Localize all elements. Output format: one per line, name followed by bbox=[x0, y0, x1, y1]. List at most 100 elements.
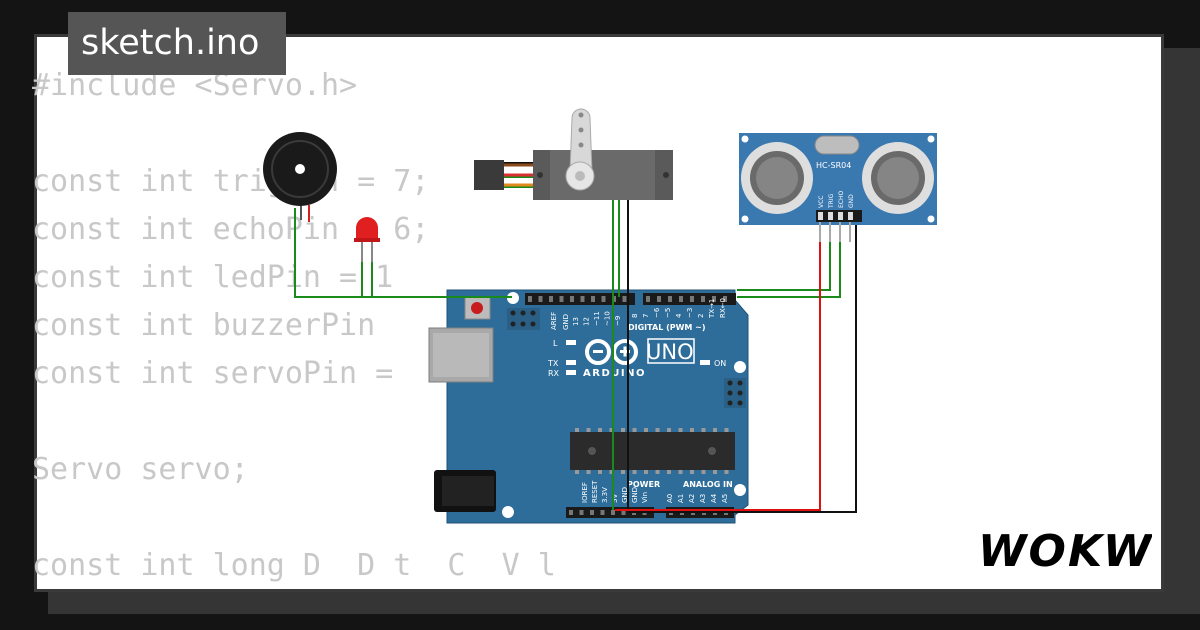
mount-hole bbox=[741, 135, 749, 143]
buzzer-ring bbox=[271, 140, 329, 198]
reset-button-cap[interactable] bbox=[471, 302, 483, 314]
pin-label: 5V bbox=[611, 494, 619, 503]
mount-hole bbox=[734, 484, 746, 496]
wire-vcc bbox=[615, 225, 821, 511]
chip-leg bbox=[713, 470, 717, 474]
chip-leg bbox=[724, 428, 729, 432]
pin-hole bbox=[591, 296, 595, 302]
wire-buzzer bbox=[294, 208, 512, 298]
sensor-pin-echo[interactable] bbox=[838, 212, 843, 220]
pin-label: GND bbox=[621, 487, 629, 503]
mount-hole bbox=[734, 361, 746, 373]
icsp-header bbox=[507, 308, 540, 330]
pin-hole bbox=[690, 296, 694, 302]
pin-label: ~6 bbox=[653, 307, 661, 318]
pin-label: ECHO bbox=[838, 191, 845, 208]
code-line: const int ledPin = 1 bbox=[32, 260, 394, 295]
wire-gnd bbox=[628, 225, 857, 513]
led-l bbox=[566, 340, 576, 345]
chip-leg bbox=[644, 428, 648, 432]
pin-hole bbox=[569, 510, 573, 515]
chip-leg bbox=[655, 470, 660, 474]
pin-label: A3 bbox=[699, 494, 707, 503]
chip-leg bbox=[609, 428, 614, 432]
mount-hole bbox=[741, 215, 749, 223]
chip-leg bbox=[678, 470, 683, 474]
servo-horn[interactable] bbox=[569, 108, 593, 173]
mount-hole bbox=[927, 215, 935, 223]
sensor-pin-gnd[interactable] bbox=[848, 212, 853, 220]
buzzer-hole bbox=[295, 164, 305, 174]
sensor-pin-trig[interactable] bbox=[828, 212, 833, 220]
pin-hole bbox=[679, 296, 683, 302]
pin-hole bbox=[622, 296, 627, 302]
wire-servo-signal bbox=[475, 186, 620, 297]
analog-label: ANALOG IN bbox=[683, 480, 733, 489]
pin-label: 8 bbox=[631, 314, 639, 318]
led-body bbox=[356, 217, 378, 240]
chip-leg bbox=[701, 428, 706, 432]
sensor-crystal bbox=[814, 135, 860, 155]
mount-hole bbox=[507, 292, 519, 304]
led-rx bbox=[566, 370, 576, 375]
led-rim bbox=[354, 238, 380, 242]
pin-hole bbox=[570, 296, 574, 302]
chip-leg bbox=[598, 428, 602, 432]
power-jack-inner bbox=[442, 476, 494, 506]
pin-label: 4 bbox=[675, 313, 683, 318]
wokwi-logo[interactable]: WOKWi bbox=[976, 524, 1152, 576]
pin-hole bbox=[712, 296, 716, 302]
rx-label: RX bbox=[548, 369, 560, 378]
pin-label: TRIG bbox=[828, 193, 835, 209]
pin-label: A0 bbox=[666, 494, 674, 503]
code-line: const int long D D t C V l bbox=[32, 548, 556, 583]
pin-label: A4 bbox=[710, 493, 718, 503]
on-label: ON bbox=[714, 359, 726, 368]
code-line: Servo servo; bbox=[32, 452, 249, 487]
sensor-pins[interactable] bbox=[818, 212, 853, 242]
pin-label: 13 bbox=[572, 317, 580, 326]
arduino-brand: ARDUINO bbox=[583, 368, 646, 379]
pin-label: VCC bbox=[818, 196, 825, 208]
chip-leg bbox=[598, 470, 602, 474]
chip-leg bbox=[575, 428, 579, 432]
chip-leg bbox=[586, 470, 591, 474]
buzzer[interactable] bbox=[263, 132, 337, 222]
sensor-pin-vcc[interactable] bbox=[818, 212, 823, 220]
pin-hole bbox=[590, 510, 594, 515]
wokwi-logo-text: WOKWi bbox=[978, 526, 1152, 576]
chip-legs bbox=[575, 428, 729, 474]
pin-hole bbox=[621, 510, 626, 515]
chip-leg bbox=[655, 428, 660, 432]
chip-leg bbox=[621, 470, 625, 474]
code-editor[interactable]: #include <Servo.h>const int trigPin = 7;… bbox=[32, 62, 556, 590]
mount-hole bbox=[502, 506, 514, 518]
sensor-model-label: HC-SR04 bbox=[816, 161, 851, 170]
chip-leg bbox=[667, 428, 671, 432]
chip-leg bbox=[575, 470, 579, 474]
arduino-uno-board[interactable]: L TX RX ON DIGITAL (PWM ~) ANALOG IN POW… bbox=[428, 289, 749, 524]
pin-hole bbox=[579, 510, 584, 515]
chip-leg bbox=[724, 470, 729, 474]
pin-hole bbox=[723, 296, 727, 302]
chip-leg bbox=[690, 470, 694, 474]
file-tab[interactable]: sketch.ino bbox=[68, 12, 286, 75]
pin-label: RX←0 bbox=[719, 298, 727, 318]
atmega-chip bbox=[570, 432, 735, 470]
servo-motor[interactable] bbox=[474, 108, 673, 200]
uno-label-frame bbox=[647, 338, 695, 364]
pin-label: A1 bbox=[677, 494, 685, 503]
pin-hole bbox=[657, 296, 661, 302]
servo-connector bbox=[474, 160, 504, 190]
code-line: const int buzzerPin bbox=[32, 308, 376, 343]
led-on bbox=[700, 360, 710, 365]
power-header[interactable] bbox=[566, 507, 654, 518]
red-led[interactable] bbox=[354, 217, 380, 262]
transducer-right bbox=[862, 142, 934, 214]
chip-leg bbox=[701, 470, 706, 474]
chip-leg bbox=[690, 428, 694, 432]
